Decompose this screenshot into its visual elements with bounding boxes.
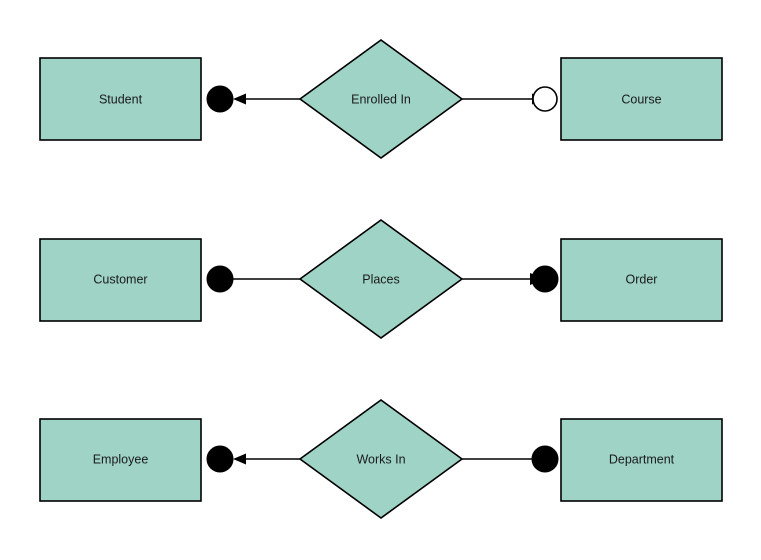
arrowhead-left-employee xyxy=(233,453,246,465)
cardinality-many-marker-customer[interactable] xyxy=(206,265,234,293)
relationship-row-1: Student Course Enrolled In xyxy=(39,39,723,159)
cardinality-optional-marker-course[interactable] xyxy=(532,86,558,112)
cardinality-many-marker-department[interactable] xyxy=(531,445,559,473)
arrowhead-left-student xyxy=(233,93,246,105)
cardinality-many-marker-student[interactable] xyxy=(206,85,234,113)
entity-student[interactable] xyxy=(39,57,202,141)
relationship-places[interactable] xyxy=(298,219,464,339)
cardinality-many-marker-order[interactable] xyxy=(531,265,559,293)
entity-course[interactable] xyxy=(560,57,723,141)
cardinality-many-marker-employee[interactable] xyxy=(206,445,234,473)
entity-employee[interactable] xyxy=(39,418,202,502)
relationship-works-in[interactable] xyxy=(298,399,464,519)
relationship-row-3: Employee Department Works In xyxy=(39,399,723,519)
entity-customer[interactable] xyxy=(39,238,202,322)
relationship-row-2: Customer Order Places xyxy=(39,219,723,339)
entity-order[interactable] xyxy=(560,238,723,322)
entity-department[interactable] xyxy=(560,418,723,502)
relationship-enrolled-in[interactable] xyxy=(298,39,464,159)
